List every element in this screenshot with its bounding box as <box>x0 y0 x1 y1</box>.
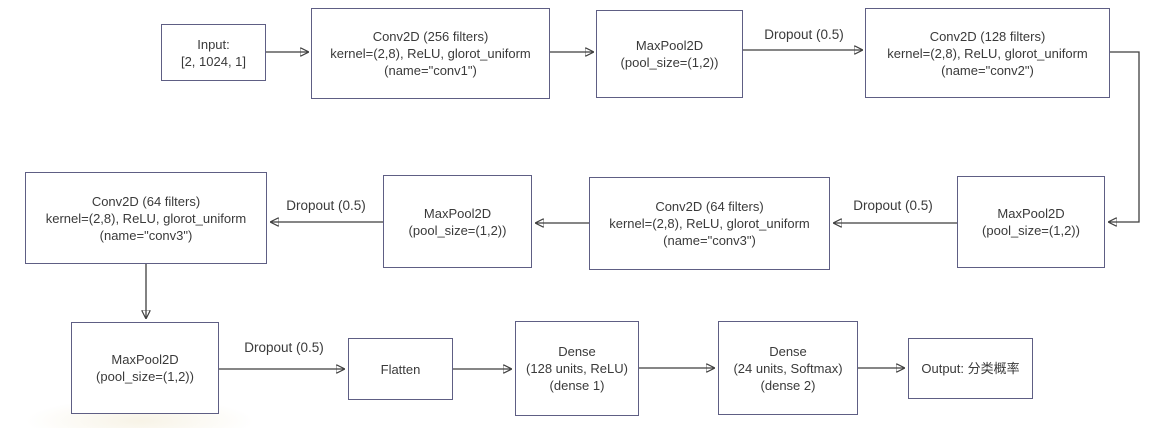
node-dense2: Dense (24 units, Softmax) (dense 2) <box>718 321 858 415</box>
node-maxpool4: MaxPool2D (pool_size=(1,2)) <box>71 322 219 414</box>
node-maxpool3-line: MaxPool2D <box>423 205 492 221</box>
node-maxpool3: MaxPool2D (pool_size=(1,2)) <box>383 175 532 268</box>
node-conv3-mid-line: kernel=(2,8), ReLU, glorot_uniform <box>609 216 810 231</box>
node-maxpool3-line: (pool_size=(1,2)) <box>408 222 507 238</box>
node-maxpool2-line: (pool_size=(1,2)) <box>982 223 1080 238</box>
node-maxpool2-line: MaxPool2D <box>997 206 1065 221</box>
node-output-line: Output: 分类概率 <box>921 361 1020 376</box>
node-conv3-left: Conv2D (64 filters) kernel=(2,8), ReLU, … <box>25 172 267 264</box>
node-conv3-left-line: kernel=(2,8), ReLU, glorot_uniform <box>45 210 247 226</box>
node-maxpool1-line: (pool_size=(1,2)) <box>620 55 719 70</box>
node-conv1: Conv2D (256 filters) kernel=(2,8), ReLU,… <box>311 8 550 99</box>
node-conv2: Conv2D (128 filters) kernel=(2,8), ReLU,… <box>865 8 1110 98</box>
node-flatten-line: Flatten <box>380 361 421 377</box>
node-dense1-line: Dense <box>558 344 596 359</box>
node-conv3-mid-line: Conv2D (64 filters) <box>655 199 764 214</box>
node-conv3-mid: Conv2D (64 filters) kernel=(2,8), ReLU, … <box>589 177 830 270</box>
node-dense1-line: (dense 1) <box>549 378 605 393</box>
node-conv2-line: kernel=(2,8), ReLU, glorot_uniform <box>887 45 1088 61</box>
node-input-line: Input: <box>197 36 230 52</box>
node-input: Input: [2, 1024, 1] <box>161 24 266 81</box>
node-conv3-left-line: (name="conv3") <box>99 227 193 243</box>
node-flatten: Flatten <box>348 338 453 400</box>
node-maxpool1-line: MaxPool2D <box>635 38 704 53</box>
node-conv2-line: Conv2D (128 filters) <box>929 28 1046 44</box>
node-conv3-left-line: Conv2D (64 filters) <box>91 193 201 209</box>
dropout-label-bottom: Dropout (0.5) <box>244 340 324 355</box>
node-dense2-line: (dense 2) <box>760 377 816 393</box>
node-maxpool4-line: (pool_size=(1,2)) <box>96 369 194 384</box>
node-maxpool2: MaxPool2D (pool_size=(1,2)) <box>957 176 1105 268</box>
node-maxpool4-line: MaxPool2D <box>111 352 179 367</box>
node-conv3-mid-line: (name="conv3") <box>663 233 756 248</box>
edge-conv2-pool2 <box>1109 51 1140 222</box>
node-output: Output: 分类概率 <box>908 338 1033 399</box>
node-conv1-line: kernel=(2,8), ReLU, glorot_uniform <box>330 46 531 61</box>
node-conv1-line: (name="conv1") <box>384 63 477 78</box>
node-dense2-line: (24 units, Softmax) <box>733 360 843 376</box>
node-conv2-line: (name="conv2") <box>941 62 1034 78</box>
node-conv1-line: Conv2D (256 filters) <box>372 29 489 44</box>
dropout-label-top: Dropout (0.5) <box>764 27 844 42</box>
node-maxpool1: MaxPool2D (pool_size=(1,2)) <box>596 10 743 98</box>
dropout-label-mid-right: Dropout (0.5) <box>853 198 933 213</box>
dropout-label-mid-left: Dropout (0.5) <box>286 198 366 213</box>
node-dense2-line: Dense <box>769 343 807 359</box>
node-dense1-line: (128 units, ReLU) <box>526 361 628 376</box>
node-dense1: Dense (128 units, ReLU) (dense 1) <box>515 321 639 416</box>
node-input-line: [2, 1024, 1] <box>180 53 247 69</box>
